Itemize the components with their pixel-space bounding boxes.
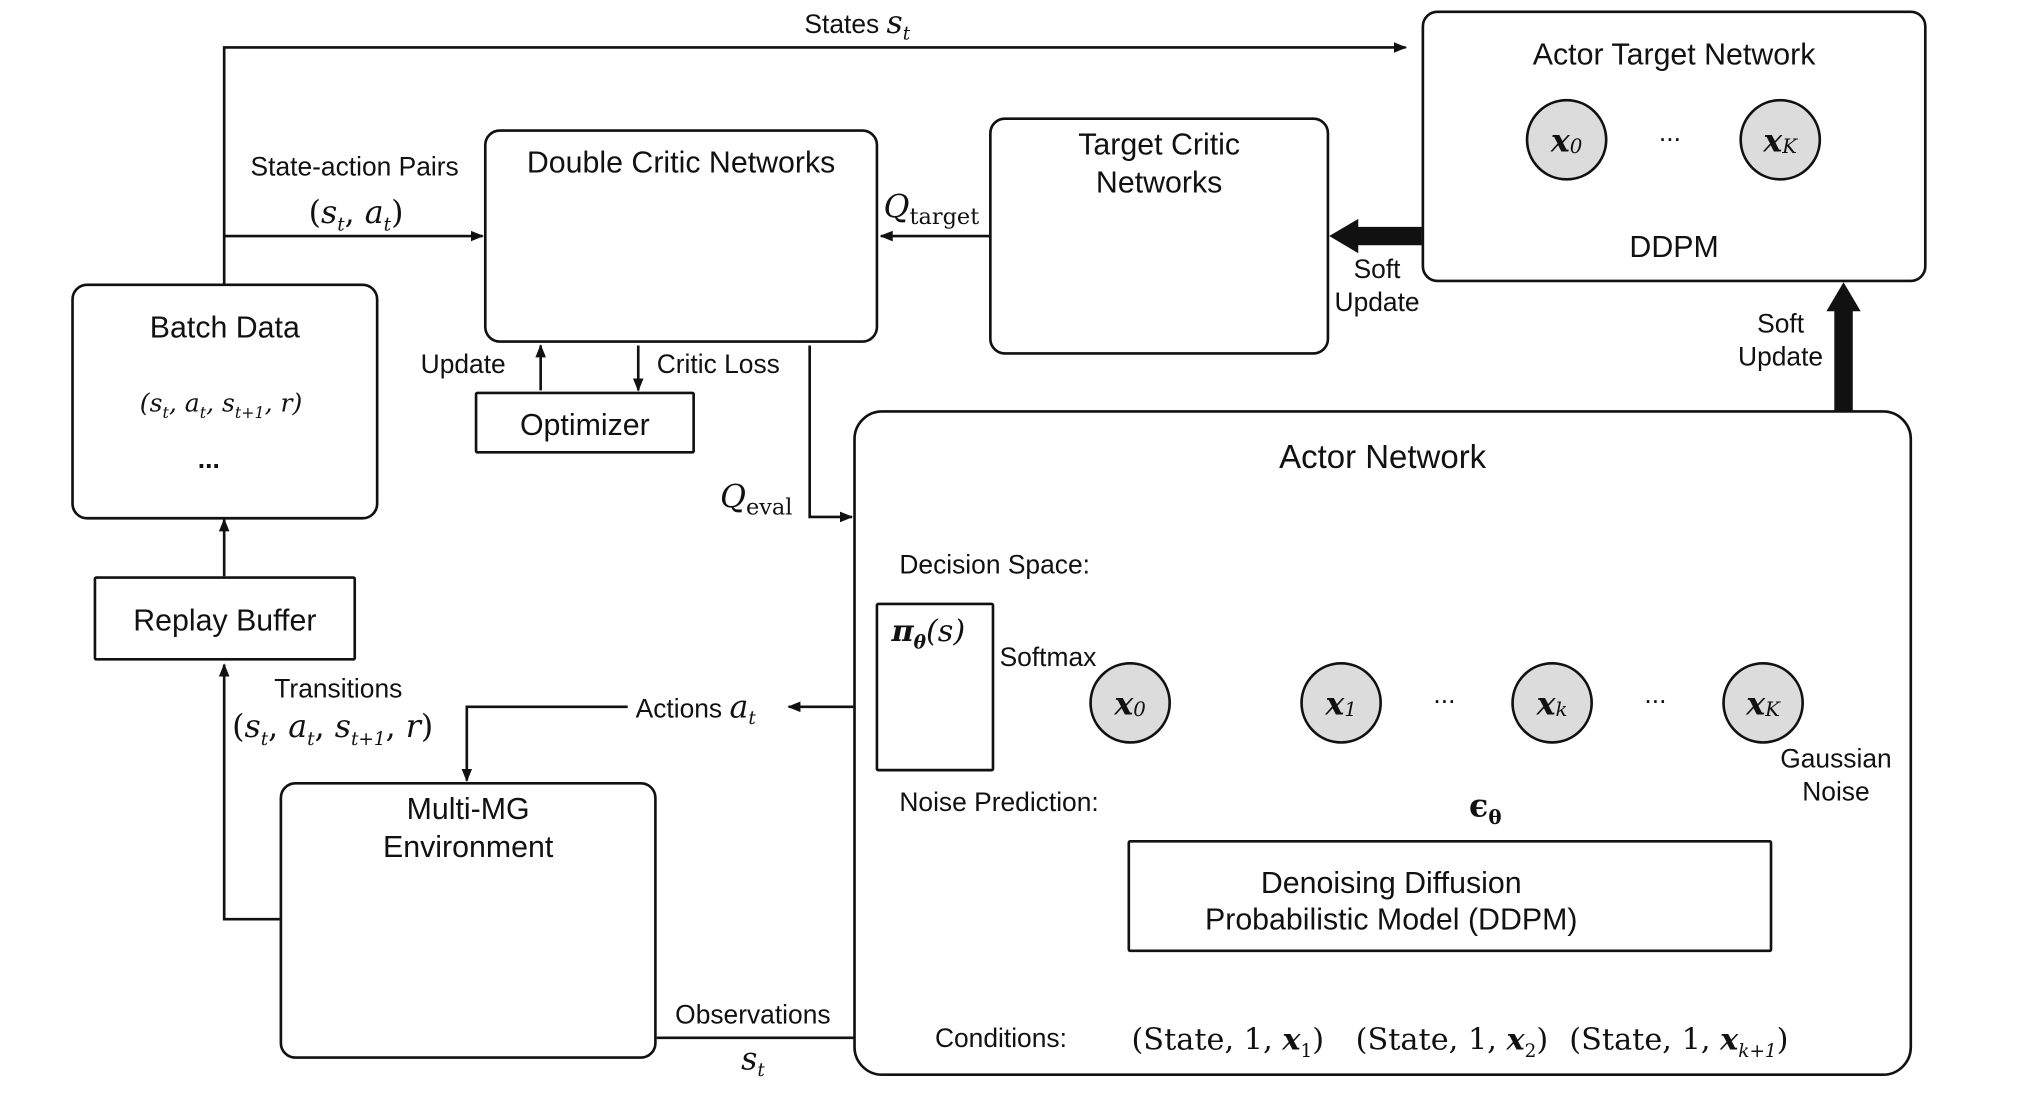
optimizer-box: Optimizer — [474, 391, 695, 454]
actor-network-title: Actor Network — [1279, 439, 1487, 477]
replay-buffer-box: Replay Buffer — [93, 576, 357, 661]
policy-label: πθ(s) — [891, 613, 966, 654]
transitions-expr: (st, at, st+1, r) — [232, 708, 434, 751]
observations-label: Observations — [675, 1000, 831, 1030]
soft-update-label-left: Soft Update — [1334, 255, 1420, 318]
actions-to-env-arrow — [461, 705, 628, 782]
q-eval-label: Qeval — [720, 478, 793, 521]
decision-space-label: Decision Space: — [899, 551, 1090, 581]
update-label: Update — [420, 350, 506, 380]
epsilon-theta-label: ϵθ — [1469, 785, 1502, 830]
actions-label: Actions at — [635, 688, 756, 730]
batch-dots: ... — [197, 445, 220, 475]
condition-1: (State, 1, x1) — [1131, 1021, 1325, 1063]
observations-symbol: st — [741, 1040, 765, 1082]
soft-update-arrow-up — [1826, 282, 1861, 412]
transitions-label: Transitions — [274, 675, 403, 705]
target-critic-title: Target Critic Networks — [1078, 126, 1241, 200]
policy-box: πθ(s) — [875, 602, 995, 772]
actor-target-ddpm-label: DDPM — [1629, 229, 1719, 264]
state-action-expr: (st, at) — [308, 193, 404, 236]
double-critic-title: Double Critic Networks — [526, 145, 836, 180]
conditions-label: Conditions: — [934, 1024, 1067, 1054]
soft-update-arrow-left — [1329, 218, 1422, 254]
critic-loss-label: Critic Loss — [656, 350, 780, 380]
target-critic-box: Target Critic Networks — [989, 117, 1330, 355]
double-critic-box: Double Critic Networks — [483, 129, 879, 343]
chain-dots-1: ... — [1433, 680, 1456, 710]
condition-2: (State, 1, x2) — [1355, 1021, 1549, 1063]
q-target-label: Qtarget — [883, 188, 980, 231]
batch-data-title: Batch Data — [149, 309, 300, 345]
states-label: States st — [804, 3, 911, 45]
actor-target-title: Actor Target Network — [1532, 36, 1816, 72]
noise-prediction-label: Noise Prediction: — [899, 788, 1099, 818]
denoising-ddpm-label: Denoising Diffusion Probabilistic Model … — [1204, 865, 1578, 937]
actor-target-box: Actor Target Network DDPM — [1421, 10, 1927, 283]
replay-buffer-label: Replay Buffer — [133, 602, 317, 637]
actor-network-box: Actor Network — [853, 410, 1913, 1077]
batch-tuple: (st, at, st+1, r) — [139, 389, 303, 422]
batch-data-box: Batch Data — [71, 283, 379, 520]
target-dots: ... — [1658, 118, 1681, 148]
condition-3: (State, 1, xk+1) — [1569, 1021, 1789, 1063]
state-action-pairs-label: State-action Pairs — [250, 152, 459, 182]
q-eval-arrow — [808, 345, 854, 523]
softmax-label: Softmax — [999, 643, 1097, 673]
optimizer-label: Optimizer — [519, 407, 650, 442]
states-arrow — [222, 42, 1408, 284]
soft-update-label-up: Soft Update — [1738, 309, 1824, 372]
multi-mg-env-title: Multi-MG Environment — [382, 791, 554, 864]
chain-dots-2: ... — [1644, 680, 1667, 710]
gaussian-noise-label: Gaussian Noise — [1780, 745, 1892, 808]
env-to-replay-arrow — [218, 663, 280, 921]
denoising-ddpm-box: Denoising Diffusion Probabilistic Model … — [1127, 840, 1773, 953]
multi-mg-env-box: Multi-MG Environment — [279, 781, 657, 1059]
